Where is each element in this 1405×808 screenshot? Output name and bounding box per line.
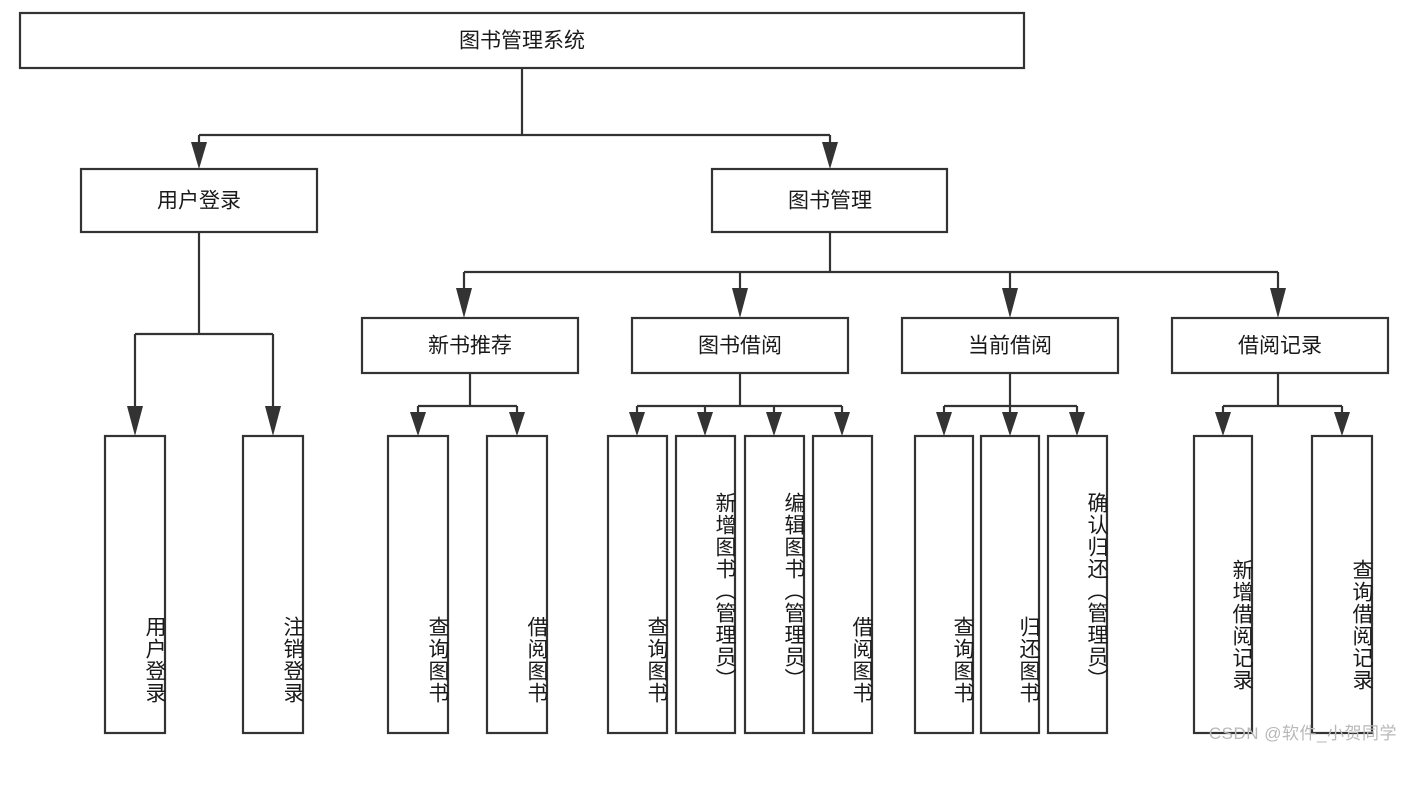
arrow-head-leaf-borrow-book	[834, 412, 850, 436]
node-new-book-recommend[interactable]: 新书推荐	[360, 316, 580, 375]
node-leaf-query-book-borrow-box[interactable]	[606, 434, 669, 735]
arrow-head-new-book-recommend	[456, 288, 472, 318]
connector-group-borrow-record	[1215, 373, 1350, 436]
arrow-head-leaf-add-borrow-record	[1215, 412, 1231, 436]
node-borrow-record-label: 借阅记录	[1238, 335, 1322, 358]
node-new-book-recommend-box[interactable]	[360, 316, 580, 375]
arrow-head-current-borrow	[1002, 288, 1018, 318]
node-current-borrow-label: 当前借阅	[968, 335, 1052, 358]
leaf-boxes	[103, 434, 1374, 735]
arrow-head-leaf-confirm-return-admin	[1069, 412, 1085, 436]
node-leaf-query-book-rec-box[interactable]	[386, 434, 450, 735]
node-leaf-logout-box[interactable]	[241, 434, 305, 735]
node-leaf-borrow-book-rec-box[interactable]	[485, 434, 549, 735]
node-root[interactable]: 图书管理系统	[18, 11, 1026, 70]
flowchart-svg: 图书管理系统 用户登录 图书管理 新书推荐 图书借阅 当前借阅 借阅记录	[18, 11, 1390, 735]
arrow-head-borrow-record	[1270, 288, 1286, 318]
connector-group-current-borrow	[936, 373, 1085, 436]
arrow-head-user-login	[191, 142, 207, 169]
arrow-head-book-borrow	[732, 288, 748, 318]
flowchart-canvas: 图书管理系统 用户登录 图书管理 新书推荐 图书借阅 当前借阅 借阅记录	[18, 11, 1397, 743]
node-user-login[interactable]: 用户登录	[79, 167, 319, 234]
node-leaf-add-book-admin-box[interactable]	[674, 434, 737, 735]
connector-group-book-borrow	[629, 373, 850, 436]
arrow-head-leaf-return-book	[1002, 412, 1018, 436]
node-book-borrow[interactable]: 图书借阅	[630, 316, 850, 375]
connector-group-user-login	[127, 232, 281, 436]
arrow-head-leaf-query-borrow-record	[1334, 412, 1350, 436]
node-book-borrow-box[interactable]	[630, 316, 850, 375]
arrow-head-leaf-query-book-rec	[410, 412, 426, 436]
arrow-head-leaf-borrow-book-rec	[509, 412, 525, 436]
arrow-head-leaf-query-book-borrow	[629, 412, 645, 436]
node-user-login-label: 用户登录	[157, 190, 241, 213]
node-borrow-record-box[interactable]	[1170, 316, 1390, 375]
node-current-borrow-box[interactable]	[900, 316, 1120, 375]
node-book-management-label: 图书管理	[788, 190, 872, 213]
node-user-login-box[interactable]	[79, 167, 319, 234]
node-borrow-record[interactable]: 借阅记录	[1170, 316, 1390, 375]
node-root-box[interactable]	[18, 11, 1026, 70]
node-leaf-user-login-box[interactable]	[103, 434, 167, 735]
arrow-head-leaf-logout	[265, 406, 281, 436]
node-leaf-edit-book-admin-box[interactable]	[743, 434, 806, 735]
node-book-management[interactable]: 图书管理	[710, 167, 949, 234]
node-leaf-return-book-box[interactable]	[979, 434, 1041, 735]
arrow-head-leaf-add-book-admin	[697, 412, 713, 436]
node-leaf-confirm-return-admin-box[interactable]	[1046, 434, 1109, 735]
node-book-borrow-label: 图书借阅	[698, 335, 782, 358]
node-book-management-box[interactable]	[710, 167, 949, 234]
connector-group-book-management	[456, 232, 1286, 318]
connector-group-root	[191, 68, 838, 169]
node-leaf-borrow-book-box[interactable]	[811, 434, 874, 735]
node-root-label: 图书管理系统	[459, 30, 585, 53]
node-new-book-recommend-label: 新书推荐	[428, 335, 512, 358]
node-leaf-query-book-current-box[interactable]	[913, 434, 975, 735]
node-leaf-query-borrow-record-box[interactable]	[1310, 434, 1374, 735]
connector-group-new-book-recommend	[410, 373, 525, 436]
arrow-head-leaf-query-book-current	[936, 412, 952, 436]
arrow-head-book-management	[822, 142, 838, 169]
csdn-watermark: CSDN @软件_小贺同学	[1208, 724, 1397, 743]
arrow-head-leaf-user-login	[127, 406, 143, 436]
arrow-head-leaf-edit-book-admin	[766, 412, 782, 436]
node-current-borrow[interactable]: 当前借阅	[900, 316, 1120, 375]
node-leaf-add-borrow-record-box[interactable]	[1192, 434, 1254, 735]
